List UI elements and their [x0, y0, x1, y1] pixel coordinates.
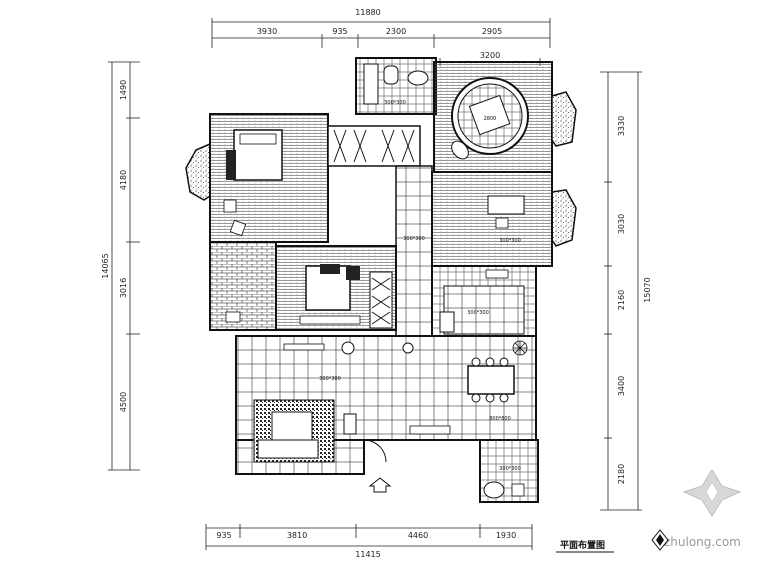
dim-top-3: 2300 — [386, 27, 406, 36]
wardrobe-top — [327, 125, 421, 167]
bathroom-top: 300*300 — [355, 57, 437, 115]
bay-window-right-bottom — [551, 189, 577, 247]
label-living: 300*300 — [319, 376, 341, 382]
dim-bottom-4: 1930 — [496, 531, 516, 540]
master-room: 2800 — [433, 61, 553, 173]
dim-left-3: 3016 — [119, 278, 128, 298]
dim-right-total: 15070 — [643, 277, 652, 302]
dim-left-4: 4500 — [119, 392, 128, 412]
kitchen: 300*300 — [431, 265, 537, 339]
bedroom-top-left — [209, 113, 329, 243]
label-dining: 800*800 — [489, 416, 511, 422]
dining-area: 800*800 — [467, 357, 515, 422]
dimension-bottom — [205, 524, 533, 550]
label-corridor: 300*300 — [403, 236, 425, 242]
dimension-left — [108, 61, 140, 471]
dim-left-2: 4180 — [119, 170, 128, 190]
dim-bottom-1: 935 — [216, 531, 231, 540]
corridor: 300*300 — [395, 165, 433, 339]
dim-bottom-2: 3810 — [287, 531, 307, 540]
label-bathroom: 300*300 — [384, 100, 406, 106]
study-room: 300*300 — [431, 171, 553, 267]
compass-icon — [651, 529, 669, 551]
dim-top-total: 11880 — [355, 8, 380, 17]
dim-bottom-3: 4460 — [408, 531, 428, 540]
storage-room — [209, 241, 277, 331]
plant-right — [512, 340, 528, 356]
watermark-text: zhulong.com — [664, 535, 741, 549]
watermark-logo — [682, 469, 742, 517]
dim-top-4: 2905 — [482, 27, 502, 36]
dim-right-5: 2180 — [617, 464, 626, 484]
dim-top-2: 935 — [332, 27, 347, 36]
dim-bottom-total: 11415 — [355, 550, 380, 559]
dim-top-sub: 3200 — [480, 51, 500, 60]
dim-left-1: 1490 — [119, 80, 128, 100]
label-laundry: 300*300 — [499, 466, 521, 472]
dim-top-1: 3930 — [257, 27, 277, 36]
bay-window-right-top — [551, 91, 577, 147]
laundry-room: 300*300 — [479, 439, 539, 503]
label-round: 2800 — [484, 116, 497, 122]
bay-window-left — [185, 142, 211, 201]
label-kitchen: 300*300 — [467, 310, 489, 316]
dim-right-4: 3400 — [617, 376, 626, 396]
bedroom-middle — [275, 245, 397, 331]
dim-right-3: 2160 — [617, 290, 626, 310]
label-study: 300*300 — [499, 238, 521, 244]
dim-right-2: 3030 — [617, 214, 626, 234]
dim-left-total: 14065 — [101, 253, 110, 278]
drawing-title: 平面布置图 — [560, 539, 605, 551]
dimension-top — [211, 18, 551, 66]
dimension-right — [600, 71, 642, 511]
entrance — [363, 439, 392, 493]
dim-right-1: 3330 — [617, 116, 626, 136]
